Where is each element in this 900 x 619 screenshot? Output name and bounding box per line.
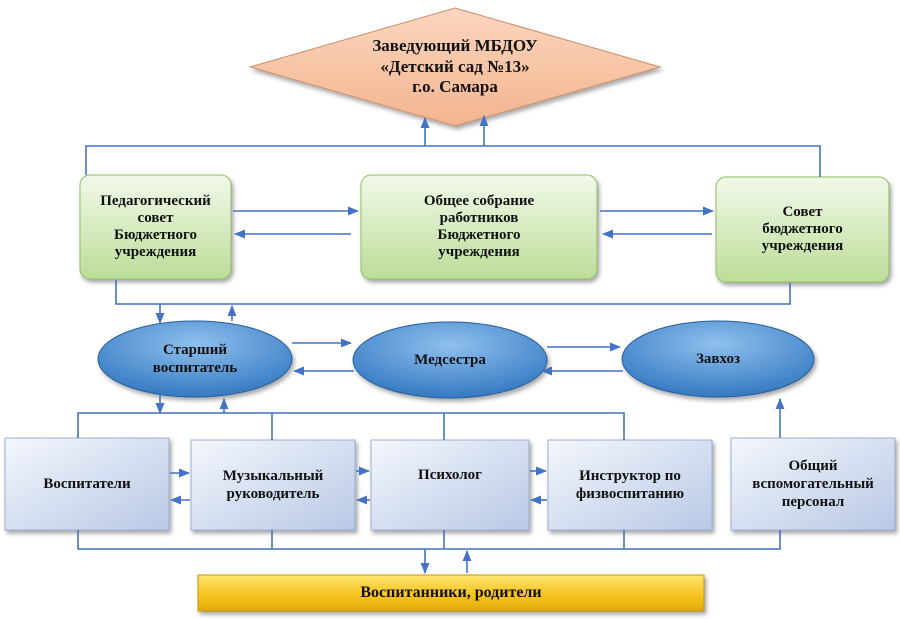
music-director-box [190,439,356,531]
senior-educator-label: Старший воспитатель [152,342,238,376]
senior-educator-oval [97,320,293,398]
nurse-oval [352,321,548,399]
psychologist-label: Психолог [418,467,482,483]
head-label: Заведующий МБДОУ «Детский сад №13» г.о. … [372,35,538,97]
psychologist-box [370,439,530,531]
pe-instructor-label: Инструктор по физвоспитанию [575,468,685,502]
connector-councils-bottom-frame [115,280,791,305]
connector-bottom-frame [77,530,781,550]
caretaker-label: Завхоз [696,351,740,367]
pupils-parents-label: Воспитанники, родители [360,584,542,602]
connectors [77,114,821,575]
nurse-label: Медсестра [414,352,486,368]
pupils-parents-bar [197,574,705,612]
support-staff-box [730,437,896,531]
council-general-meeting-box [360,174,598,280]
head-diamond [248,7,662,127]
connector-top-frame [85,145,821,177]
music-director-label: Музыкальный руководитель [222,468,324,502]
council-pedagogical-label: Педагогический совет Бюджетного учрежден… [100,192,211,261]
pe-instructor-box [547,439,713,531]
caretaker-oval [621,320,815,398]
council-general-meeting-label: Общее собрание работников Бюджетного учр… [423,192,535,261]
council-budget-label: Совет бюджетного учреждения [761,203,844,255]
council-pedagogical-box [79,174,232,280]
support-staff-label: Общий вспомогательный персонал [752,458,874,510]
educators-box [4,437,170,531]
connector-specialists-top-frame [77,412,625,440]
council-budget-box [715,176,890,283]
educators-label: Воспитатели [43,476,131,492]
